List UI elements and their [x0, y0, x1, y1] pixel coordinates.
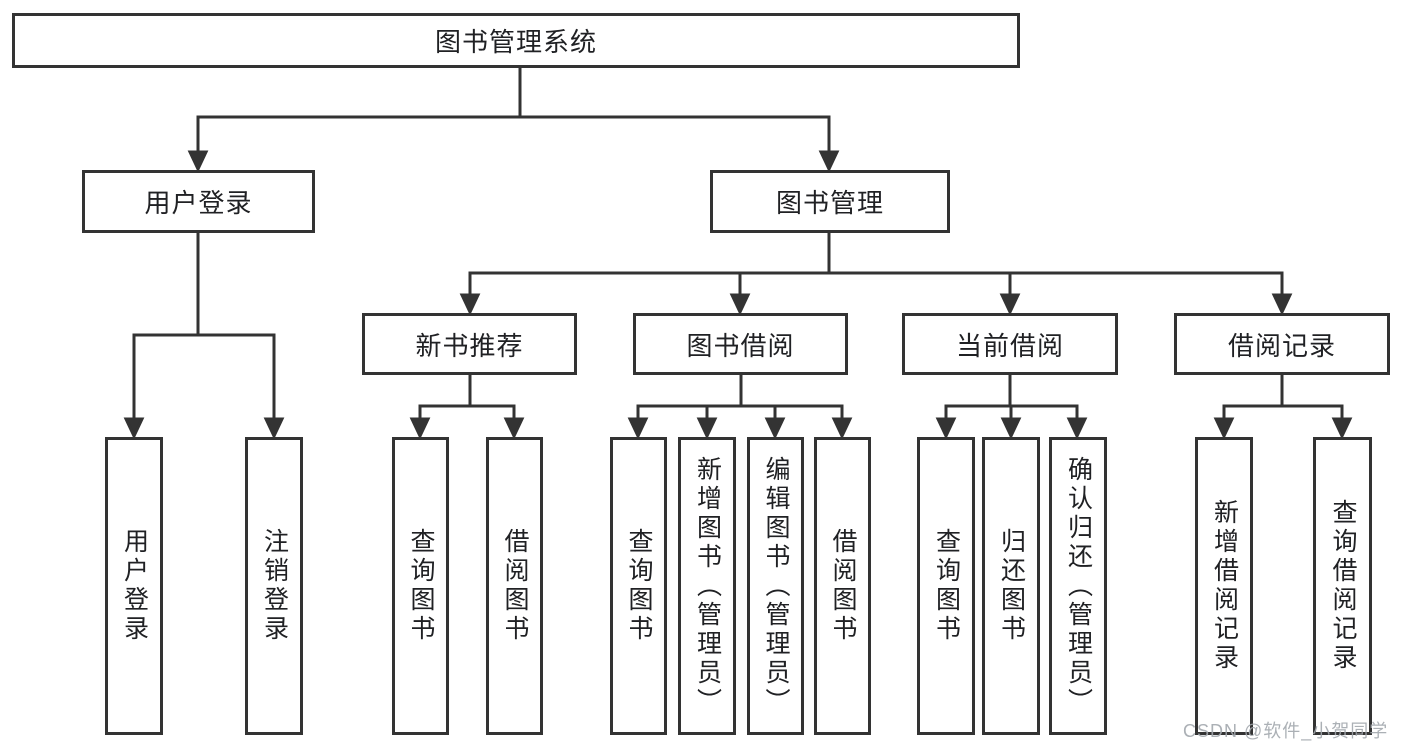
- node-user-login: 用户登录: [82, 170, 315, 233]
- node-library-system: 图书管理系统: [12, 13, 1020, 68]
- leaf-query-books-current: 查询图书: [917, 437, 975, 735]
- node-borrow-records: 借阅记录: [1174, 313, 1390, 375]
- leaf-query-books-borrow: 查询图书: [610, 437, 667, 735]
- leaf-confirm-return-admin: 确认归还（管理员）: [1049, 437, 1107, 735]
- leaf-logout: 注销登录: [245, 437, 303, 735]
- leaf-add-borrow-record: 新增借阅记录: [1195, 437, 1253, 735]
- node-book-management: 图书管理: [710, 170, 950, 233]
- node-new-book-recommend: 新书推荐: [362, 313, 577, 375]
- leaf-add-book-admin: 新增图书（管理员）: [678, 437, 736, 735]
- leaf-borrow-books-borrow: 借阅图书: [814, 437, 871, 735]
- leaf-query-borrow-record: 查询借阅记录: [1313, 437, 1372, 735]
- leaf-user-login: 用户登录: [105, 437, 163, 735]
- leaf-return-book: 归还图书: [982, 437, 1040, 735]
- node-current-borrow: 当前借阅: [902, 313, 1118, 375]
- leaf-borrow-books-recommend: 借阅图书: [486, 437, 543, 735]
- leaf-query-books-recommend: 查询图书: [392, 437, 449, 735]
- leaf-edit-book-admin: 编辑图书（管理员）: [747, 437, 804, 735]
- csdn-watermark: CSDN @软件_小贺同学: [1183, 721, 1389, 741]
- node-book-borrow: 图书借阅: [633, 313, 848, 375]
